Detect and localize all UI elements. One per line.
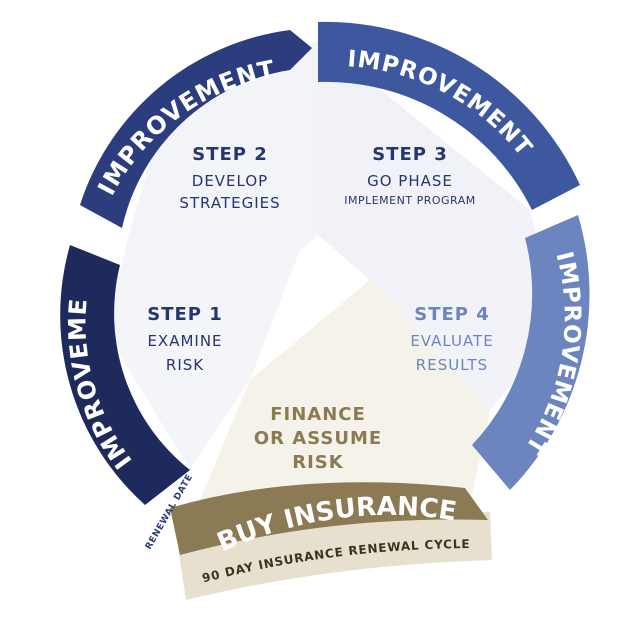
wedge-step2 xyxy=(130,40,318,250)
step4-line2: RESULTS xyxy=(416,356,488,374)
finance-line3: RISK xyxy=(292,452,344,473)
arc-right xyxy=(472,215,590,490)
finance-line2: OR ASSUME xyxy=(254,428,382,449)
step2-title: STEP 2 xyxy=(192,144,268,165)
step3-line1: GO PHASE xyxy=(367,172,453,190)
buy-insurance-band xyxy=(170,482,488,555)
step1-line1: EXAMINE xyxy=(147,332,222,350)
step1-title: STEP 1 xyxy=(147,304,223,325)
arc-top-left xyxy=(80,30,312,228)
step1-line2: RISK xyxy=(166,356,204,374)
step3-title: STEP 3 xyxy=(372,144,448,165)
step2-line1: DEVELOP xyxy=(192,172,268,190)
wedge-step4 xyxy=(370,210,560,410)
arc-left xyxy=(60,245,190,505)
step4-line1: EVALUATE xyxy=(410,332,493,350)
wedge-step1 xyxy=(105,230,300,470)
step2-line2: STRATEGIES xyxy=(179,194,280,212)
step3-line2: IMPLEMENT PROGRAM xyxy=(344,194,476,207)
arc-top-right xyxy=(318,21,580,210)
wedge-step3 xyxy=(318,40,530,280)
center-wedges xyxy=(105,40,560,505)
finance-line1: FINANCE xyxy=(270,404,366,425)
step4-title: STEP 4 xyxy=(414,304,490,325)
wedge-finance xyxy=(200,280,490,505)
